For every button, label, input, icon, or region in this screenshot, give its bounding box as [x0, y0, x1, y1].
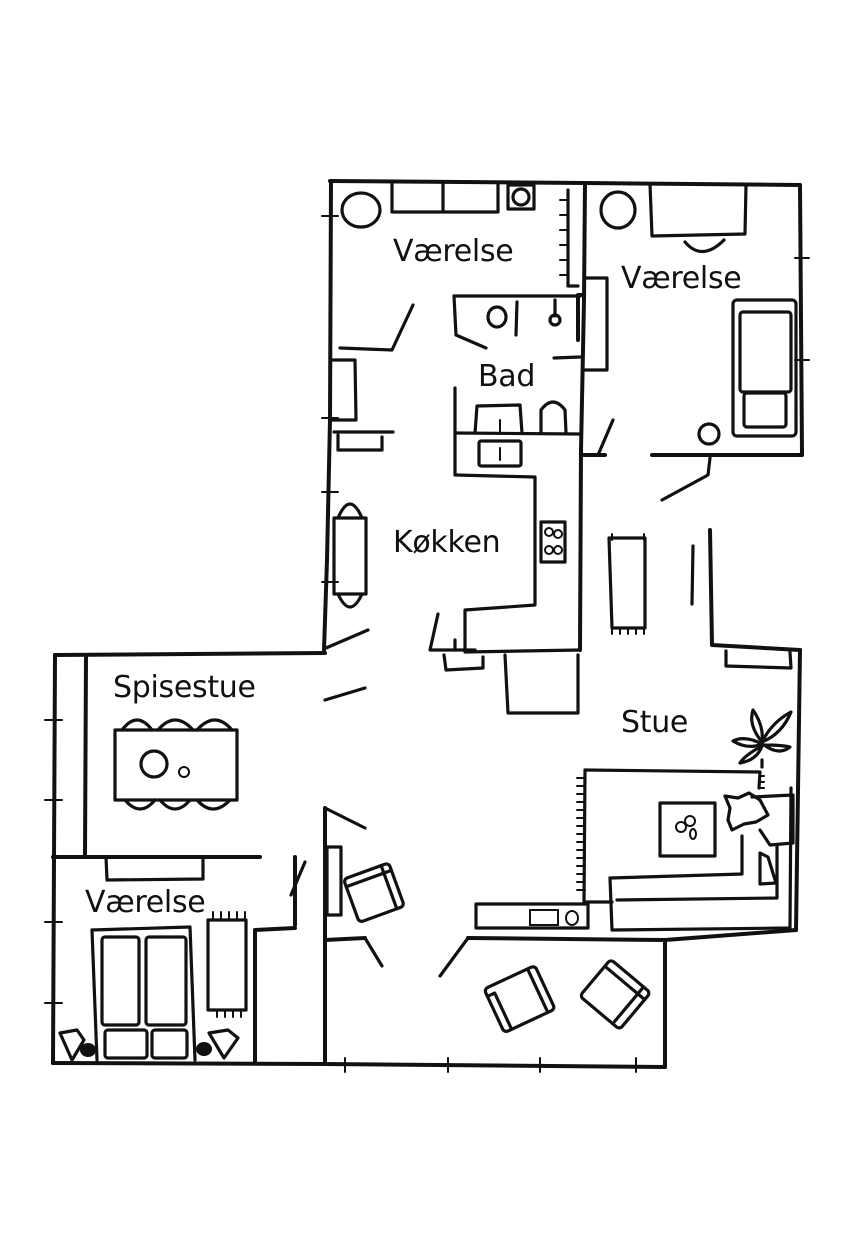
- bedroom-bottom-left-furniture: [58, 855, 248, 1062]
- bathroom-fixtures: [452, 294, 582, 477]
- room-label-vaerelse-top-right: Værelse: [621, 261, 742, 296]
- room-label-vaerelse-bottom-left: Værelse: [85, 885, 206, 920]
- doors: [289, 303, 712, 978]
- room-label-stue: Stue: [621, 705, 689, 740]
- walls: [44, 179, 810, 1073]
- lamp-icon: [58, 1028, 96, 1062]
- plant-icon: [731, 708, 793, 769]
- room-label-spisestue: Spisestue: [113, 670, 256, 705]
- armchair-icon: [579, 959, 651, 1030]
- armchair-icon: [343, 862, 405, 923]
- bedroom-top-right-furniture: [583, 182, 798, 446]
- kitchen-fixtures: [332, 439, 582, 715]
- dining-room-furniture: [113, 718, 239, 811]
- room-label-bad: Bad: [478, 359, 536, 394]
- room-label-kokken: Køkken: [393, 525, 501, 560]
- room-label-vaerelse-top-left: Værelse: [393, 234, 514, 269]
- bedroom-top-left-furniture: [330, 182, 580, 452]
- armchair-icon: [483, 965, 556, 1033]
- lamp-icon: [196, 1028, 240, 1060]
- living-room-furniture: [325, 533, 795, 1033]
